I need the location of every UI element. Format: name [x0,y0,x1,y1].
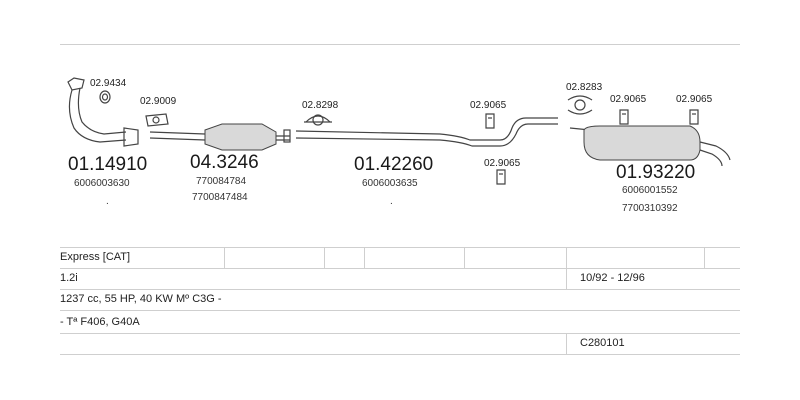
catalytic-converter [149,123,290,151]
fitting-ref-5: 02.9065 [484,158,521,169]
engine: 1.2i [60,272,78,284]
part-code-2: 04.3246 [190,152,259,173]
catalog-number: C280101 [580,337,625,349]
part-ref-3a: 6006003635 [362,178,418,189]
hanger-icon [485,113,495,129]
vehicle-info-table: Express [CAT] 1.2i 10/92 - 12/96 1237 cc… [60,247,740,355]
fitting-ref-4: 02.9065 [470,100,507,111]
table-row: C280101 [60,334,740,355]
part-ref-1b: . [106,196,109,207]
part-code-1: 01.14910 [68,154,147,175]
gearbox: - Tª F406, G40A [60,316,140,328]
part-code-4: 01.93220 [616,162,695,183]
engine-specs: 1237 cc, 55 HP, 40 KW Mº C3G - [60,293,222,305]
fitting-ref-1: 02.9434 [90,78,127,89]
hanger-icon [619,109,629,125]
rear-silencer [569,125,731,167]
part-code-3: 01.42260 [354,154,433,175]
fitting-ref-6: 02.8283 [566,82,603,93]
part-ref-4a: 6006001552 [622,185,678,196]
front-pipe [67,77,139,147]
fitting-ref-2: 02.9009 [140,96,177,107]
hanger-icon [496,169,506,185]
part-ref-3b: . [390,196,393,207]
exhaust-system-diagram: 02.9434 02.9009 02.8298 02.9065 02.9065 … [67,77,731,214]
model-name: Express [CAT] [60,251,131,263]
production-years: 10/92 - 12/96 [580,272,645,284]
table-row: 1.2i 10/92 - 12/96 [60,269,740,290]
part-ref-4b: 7700310392 [622,203,678,214]
fitting-ref-3: 02.8298 [302,100,339,111]
fitting-ref-8: 02.9065 [676,94,713,105]
table-row: 1237 cc, 55 HP, 40 KW Mº C3G - [60,290,740,311]
flange-icon [145,113,169,127]
part-ref-2a: 770084784 [196,176,246,187]
fitting-ref-7: 02.9065 [610,94,647,105]
part-ref-1a: 6006003630 [74,178,130,189]
centre-pipe [295,117,558,147]
clamp-icon [567,95,593,115]
table-row: - Tª F406, G40A [60,313,740,334]
hanger-icon [689,109,699,125]
table-row: Express [CAT] [60,247,740,269]
clamp-icon [304,114,332,126]
pipe-sleeve [283,129,291,143]
gasket-icon [99,90,111,104]
part-ref-2b: 7700847484 [192,192,248,203]
top-rule [60,44,740,45]
